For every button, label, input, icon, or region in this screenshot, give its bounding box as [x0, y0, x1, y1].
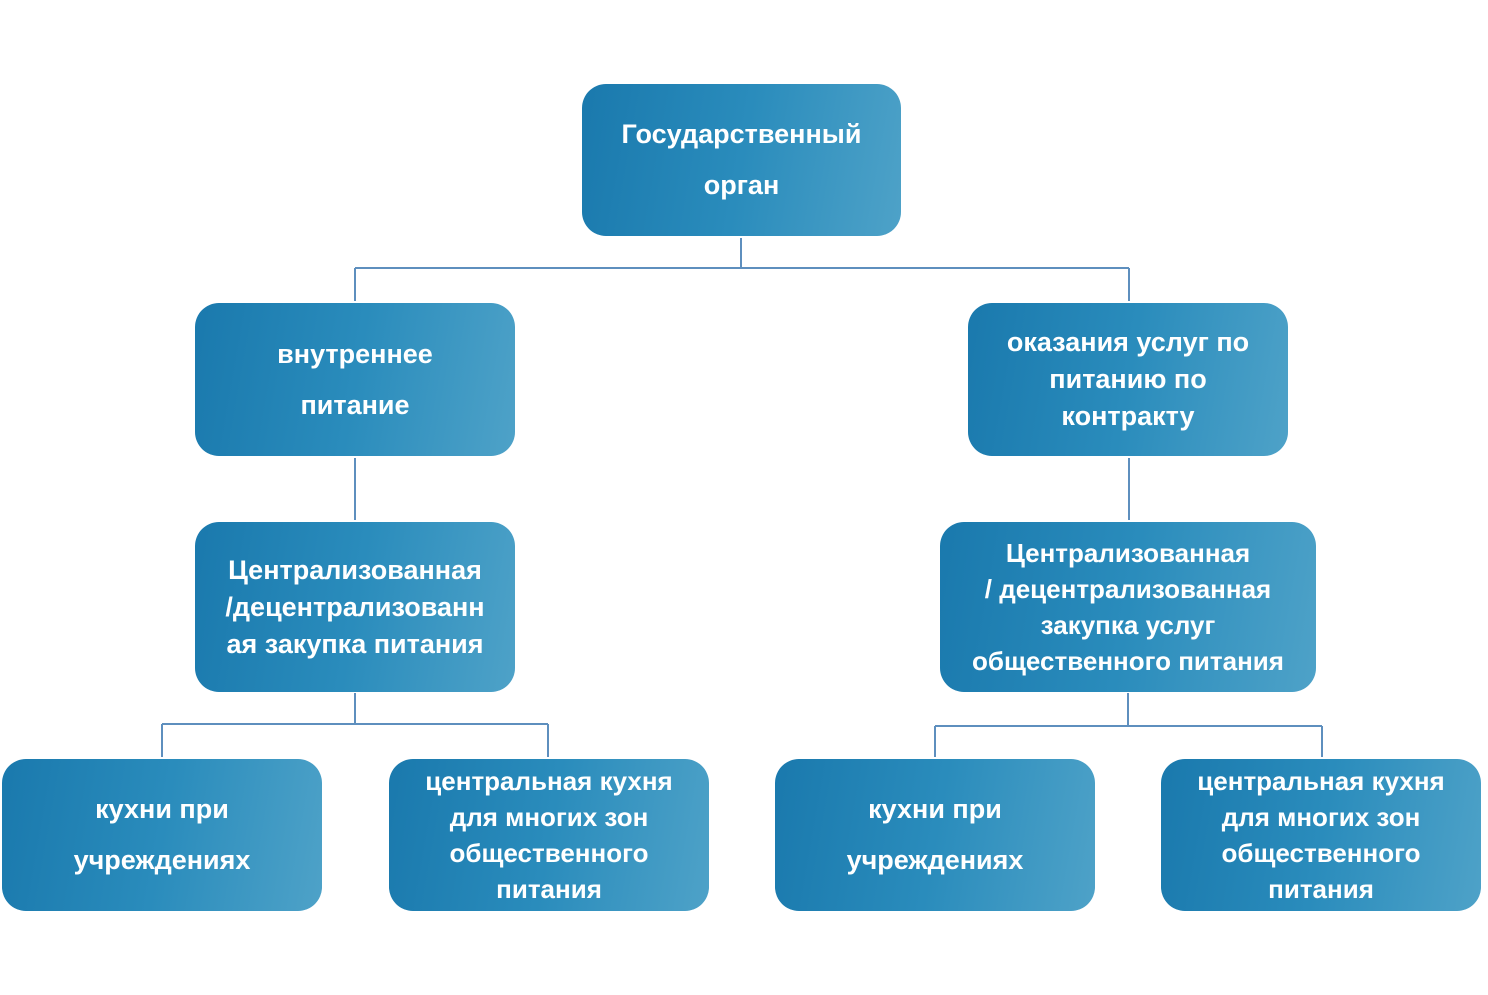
- node-institution-kitchens-right-label: кухни при учреждениях: [846, 794, 1024, 875]
- node-institution-kitchens-right: кухни при учреждениях: [775, 759, 1095, 911]
- node-central-kitchen-left-label: центральная кухня для многих зон обществ…: [425, 766, 673, 904]
- node-food-procurement: Централизованная /децентрализованн ая за…: [195, 522, 515, 692]
- node-contract-catering-services: оказания услуг по питанию по контракту: [968, 303, 1288, 456]
- node-internal-catering-label: внутреннее питание: [277, 338, 433, 420]
- node-catering-services-procurement: Централизованная / децентрализованная за…: [940, 522, 1316, 692]
- node-food-procurement-label: Централизованная /децентрализованн ая за…: [225, 554, 485, 659]
- node-central-kitchen-right: центральная кухня для многих зон обществ…: [1161, 759, 1481, 911]
- connector-root-to-level2: [354, 238, 1130, 301]
- node-central-kitchen-left: центральная кухня для многих зон обществ…: [389, 759, 709, 911]
- node-internal-catering: внутреннее питание: [195, 303, 515, 456]
- connector-procurement-right-to-kitchens: [934, 693, 1323, 757]
- node-catering-services-procurement-label: Централизованная / децентрализованная за…: [972, 538, 1284, 676]
- connector-procurement-left-to-kitchens: [161, 693, 549, 757]
- node-government-body-label: Государственный орган: [621, 119, 862, 200]
- node-central-kitchen-right-label: центральная кухня для многих зон обществ…: [1197, 766, 1445, 904]
- node-government-body: Государственный орган: [582, 84, 901, 236]
- node-institution-kitchens-left: кухни при учреждениях: [2, 759, 322, 911]
- node-institution-kitchens-left-label: кухни при учреждениях: [73, 794, 251, 875]
- node-contract-catering-services-label: оказания услуг по питанию по контракту: [1006, 327, 1250, 431]
